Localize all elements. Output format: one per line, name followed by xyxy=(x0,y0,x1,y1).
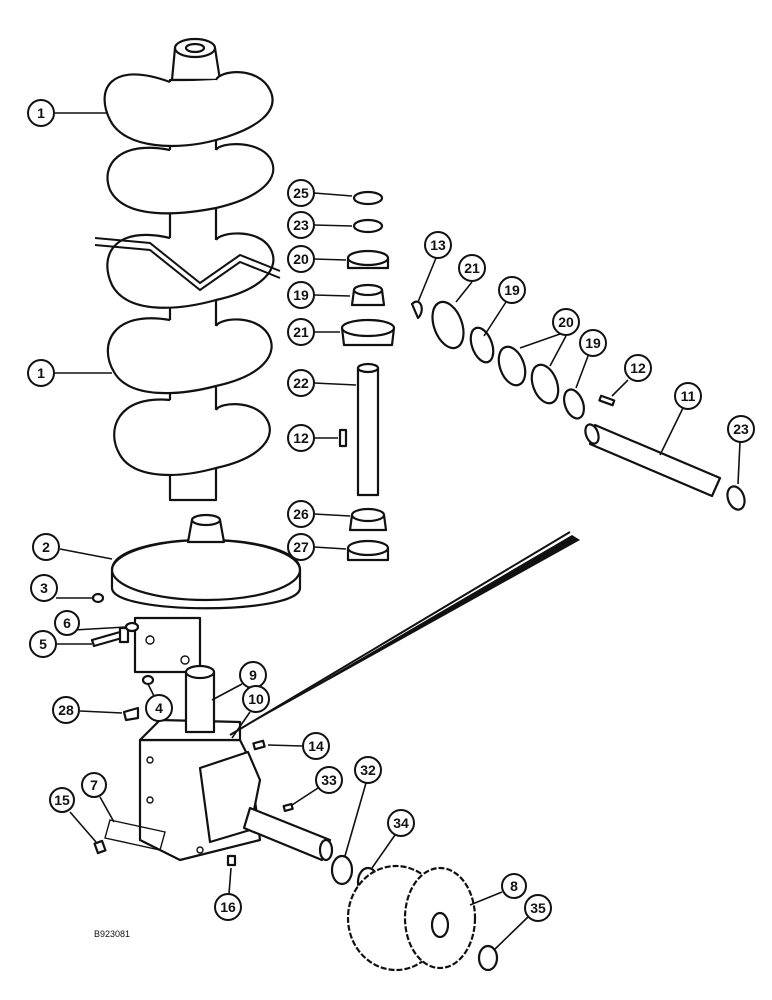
callout-7: 7 xyxy=(81,772,115,823)
svg-text:21: 21 xyxy=(464,260,480,276)
callout-4: 4 xyxy=(145,683,173,722)
svg-text:23: 23 xyxy=(733,421,749,437)
svg-text:1: 1 xyxy=(37,105,45,121)
horizontal-shaft-stack xyxy=(410,300,746,511)
callout-19-right-b: 19 xyxy=(575,329,607,389)
svg-text:10: 10 xyxy=(248,691,264,707)
callout-35: 35 xyxy=(493,894,552,951)
svg-text:1: 1 xyxy=(37,365,45,381)
callout-27: 27 xyxy=(287,533,347,561)
callout-25: 25 xyxy=(287,179,353,207)
callout-layer: 1 1 2 3 4 5 6 xyxy=(27,99,755,951)
svg-text:19: 19 xyxy=(504,282,520,298)
callout-20-center: 20 xyxy=(287,245,347,273)
callout-10: 10 xyxy=(231,685,270,739)
svg-text:34: 34 xyxy=(393,815,409,831)
callout-23-center: 23 xyxy=(287,211,353,239)
svg-text:21: 21 xyxy=(293,324,309,340)
callout-28: 28 xyxy=(52,696,123,724)
svg-text:28: 28 xyxy=(58,702,74,718)
callout-15: 15 xyxy=(49,787,97,843)
gearbox-shield xyxy=(110,513,302,674)
callout-12-center: 12 xyxy=(287,424,338,452)
callout-2: 2 xyxy=(32,533,113,561)
svg-text:5: 5 xyxy=(39,636,47,652)
callout-12-right: 12 xyxy=(611,354,652,397)
drawing-code: B923081 xyxy=(94,929,130,939)
gearbox-housing xyxy=(138,664,334,862)
svg-text:12: 12 xyxy=(293,430,309,446)
svg-text:11: 11 xyxy=(681,388,696,404)
hardware-fasteners xyxy=(90,592,155,722)
svg-text:35: 35 xyxy=(530,900,546,916)
svg-text:15: 15 xyxy=(54,792,70,808)
vertical-shaft-stack xyxy=(338,190,396,562)
auger-flighting xyxy=(94,37,281,502)
svg-text:33: 33 xyxy=(321,772,337,788)
svg-text:12: 12 xyxy=(630,360,646,376)
svg-text:26: 26 xyxy=(293,506,309,522)
callout-23-right: 23 xyxy=(727,415,755,485)
callout-1-top: 1 xyxy=(27,99,108,127)
svg-text:20: 20 xyxy=(558,314,574,330)
svg-text:19: 19 xyxy=(585,335,601,351)
svg-text:25: 25 xyxy=(293,185,309,201)
svg-text:7: 7 xyxy=(90,777,98,793)
svg-text:22: 22 xyxy=(293,375,309,391)
svg-text:3: 3 xyxy=(40,580,48,596)
callout-21-right: 21 xyxy=(455,254,486,303)
svg-text:9: 9 xyxy=(249,667,257,683)
svg-text:6: 6 xyxy=(63,615,71,631)
svg-text:8: 8 xyxy=(510,878,518,894)
svg-text:2: 2 xyxy=(42,539,50,555)
svg-text:14: 14 xyxy=(308,738,324,754)
callout-9: 9 xyxy=(211,661,267,701)
svg-text:32: 32 xyxy=(360,762,376,778)
callout-33: 33 xyxy=(291,766,343,806)
callout-20-right: 20 xyxy=(519,308,580,367)
callout-6: 6 xyxy=(54,610,127,636)
small-parts xyxy=(93,739,294,867)
svg-text:4: 4 xyxy=(155,700,163,716)
svg-text:16: 16 xyxy=(220,899,236,915)
svg-text:20: 20 xyxy=(293,251,309,267)
callout-14: 14 xyxy=(267,732,330,760)
svg-text:19: 19 xyxy=(293,287,309,303)
callout-1-lower: 1 xyxy=(27,359,112,387)
callout-21-center: 21 xyxy=(287,318,340,346)
callout-8: 8 xyxy=(469,873,527,906)
callout-13: 13 xyxy=(417,231,452,303)
callout-19-right-a: 19 xyxy=(483,276,526,337)
callout-3: 3 xyxy=(30,574,92,602)
svg-text:23: 23 xyxy=(293,217,309,233)
svg-text:13: 13 xyxy=(430,237,446,253)
callout-11: 11 xyxy=(659,382,702,456)
callout-16: 16 xyxy=(214,867,242,921)
callout-26: 26 xyxy=(287,500,351,528)
callout-19-center: 19 xyxy=(287,281,351,309)
sprocket-assembly xyxy=(330,854,499,972)
svg-text:27: 27 xyxy=(293,539,309,555)
callout-22: 22 xyxy=(287,369,357,397)
callout-5: 5 xyxy=(29,630,92,658)
callout-34: 34 xyxy=(371,809,415,869)
callout-32: 32 xyxy=(344,756,382,857)
detail-wedge xyxy=(229,531,580,736)
